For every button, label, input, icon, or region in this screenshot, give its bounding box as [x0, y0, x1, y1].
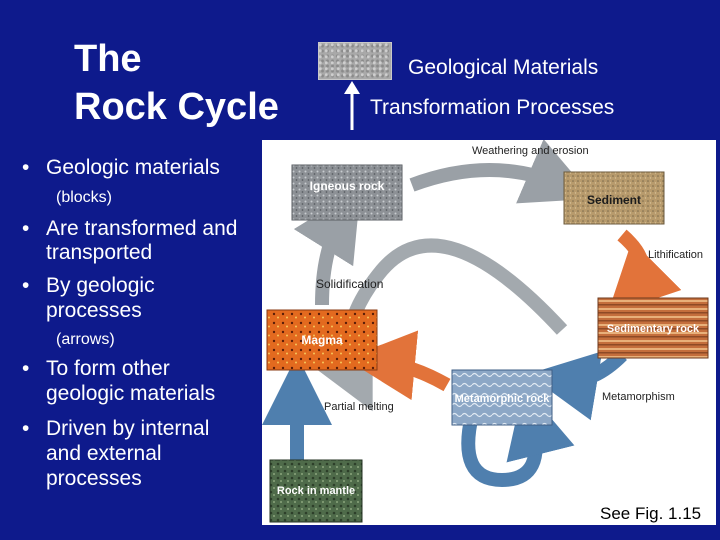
sedimentary-rock-label: Sedimentary rock — [607, 323, 700, 335]
bullet-3-sub: (arrows) — [56, 331, 115, 348]
partial-melting-arrow — [345, 330, 451, 401]
legend-processes-label: Transformation Processes — [370, 96, 615, 119]
metamorphism-arrow — [527, 349, 627, 421]
bullet-dot: • — [22, 417, 30, 440]
bullet-dot: • — [22, 217, 30, 240]
bullet-5-line-2: and external — [46, 442, 162, 465]
rock-in-mantle-label: Rock in mantle — [277, 485, 355, 497]
legend-material-block-swatch — [318, 42, 392, 80]
solidification-arrow — [293, 188, 361, 306]
lithification-arrow — [607, 229, 682, 315]
lower-loop-arrow — [461, 386, 575, 488]
sediment-block: Sediment — [563, 171, 665, 225]
bullet-5-line-3: processes — [46, 467, 142, 490]
sedimentary-rock-block: Sedimentary rock — [597, 297, 709, 359]
legend-materials-label: Geological Materials — [408, 56, 599, 79]
bullet-2-line-2: transported — [46, 241, 153, 264]
slide-title-line-2: Rock Cycle — [74, 86, 279, 128]
legend-arrow-icon — [344, 81, 360, 130]
magma-label: Magma — [301, 333, 343, 347]
bullet-3-line-2: processes — [46, 299, 142, 322]
bullet-dot: • — [22, 357, 30, 380]
bullet-1-sub: (blocks) — [56, 189, 113, 206]
bullet-dot: • — [22, 156, 30, 179]
solidification-label: Solidification — [316, 277, 383, 291]
figure-reference: See Fig. 1.15 — [600, 504, 702, 523]
bullet-4-line-1: To form other — [46, 357, 170, 380]
bullet-2-line-1: Are transformed and — [46, 217, 238, 240]
sediment-label: Sediment — [587, 193, 641, 207]
weathering-label: Weathering and erosion — [472, 145, 589, 157]
metamorphic-rock-label: Metamorphic rock — [455, 393, 551, 405]
bullet-dot: • — [22, 274, 30, 297]
bullet-1-line-1: Geologic materials — [46, 156, 220, 179]
slide-title-line-1: The — [74, 38, 142, 80]
lithification-label: Lithification — [648, 249, 703, 261]
weathering-arrow — [409, 140, 595, 204]
metamorphic-rock-block: Metamorphic rock — [451, 369, 553, 426]
bullet-4-line-2: geologic materials — [46, 382, 216, 405]
rock-in-mantle-block: Rock in mantle — [269, 459, 363, 523]
partial-melting-label: Partial melting — [324, 401, 394, 413]
igneous-rock-block: Igneous rock — [291, 164, 403, 221]
igneous-rock-label: Igneous rock — [310, 179, 385, 193]
bullet-3-line-1: By geologic — [46, 274, 155, 297]
magma-block: Magma — [266, 309, 378, 371]
bullet-5-line-1: Driven by internal — [46, 417, 210, 440]
metamorphism-label: Metamorphism — [602, 391, 675, 403]
rock-cycle-diagram: Igneous rock Sediment Sedimentary rock M… — [262, 140, 716, 525]
